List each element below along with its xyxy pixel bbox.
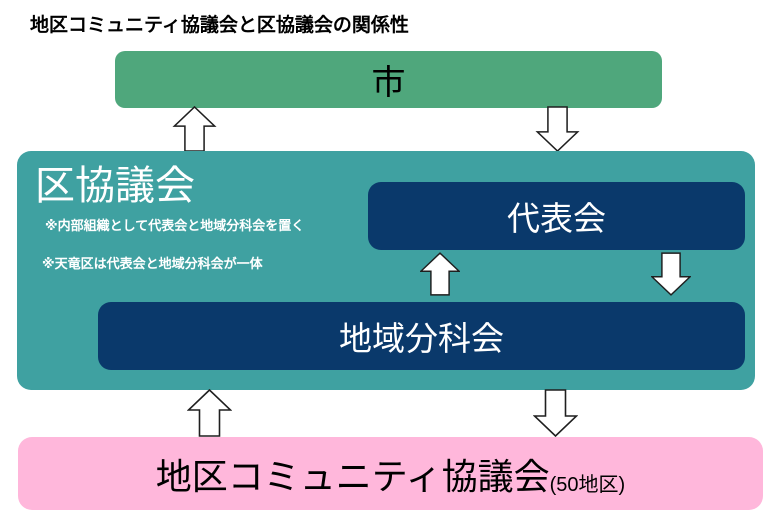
- ward-council-label: 区協議会: [35, 164, 195, 208]
- representative-council-label: 代表会: [507, 200, 606, 237]
- city-box: 市: [115, 51, 662, 108]
- city-label: 市: [371, 64, 406, 102]
- ward-council-note-1: ※内部組織として代表会と地域分科会を置く: [45, 218, 305, 233]
- diagram-title: 地区コミュニティ協議会と区協議会の関係性: [30, 15, 409, 36]
- arrow-ward-to-community-down-icon: [533, 389, 578, 437]
- community-council-count: (50地区): [549, 474, 626, 496]
- community-council-box: 地区コミュニティ協議会(50地区): [18, 437, 763, 510]
- arrow-ward-to-city-up-icon: [172, 106, 217, 152]
- arrow-community-to-ward-up-icon: [187, 389, 232, 437]
- arrow-representative-to-subcommittee-down-icon: [651, 250, 691, 298]
- community-council-label: 地区コミュニティ協議会: [155, 455, 550, 497]
- regional-subcommittee-box: 地域分科会: [98, 302, 745, 370]
- arrow-subcommittee-to-representative-up-icon: [420, 250, 460, 298]
- regional-subcommittee-label: 地域分科会: [339, 320, 504, 357]
- arrow-city-to-ward-down-icon: [535, 106, 580, 152]
- representative-council-box: 代表会: [368, 182, 745, 250]
- ward-council-note-2: ※天竜区は代表会と地域分科会が一体: [42, 256, 263, 271]
- ward-council-box: 区協議会 ※内部組織として代表会と地域分科会を置く ※天竜区は代表会と地域分科会…: [17, 151, 755, 390]
